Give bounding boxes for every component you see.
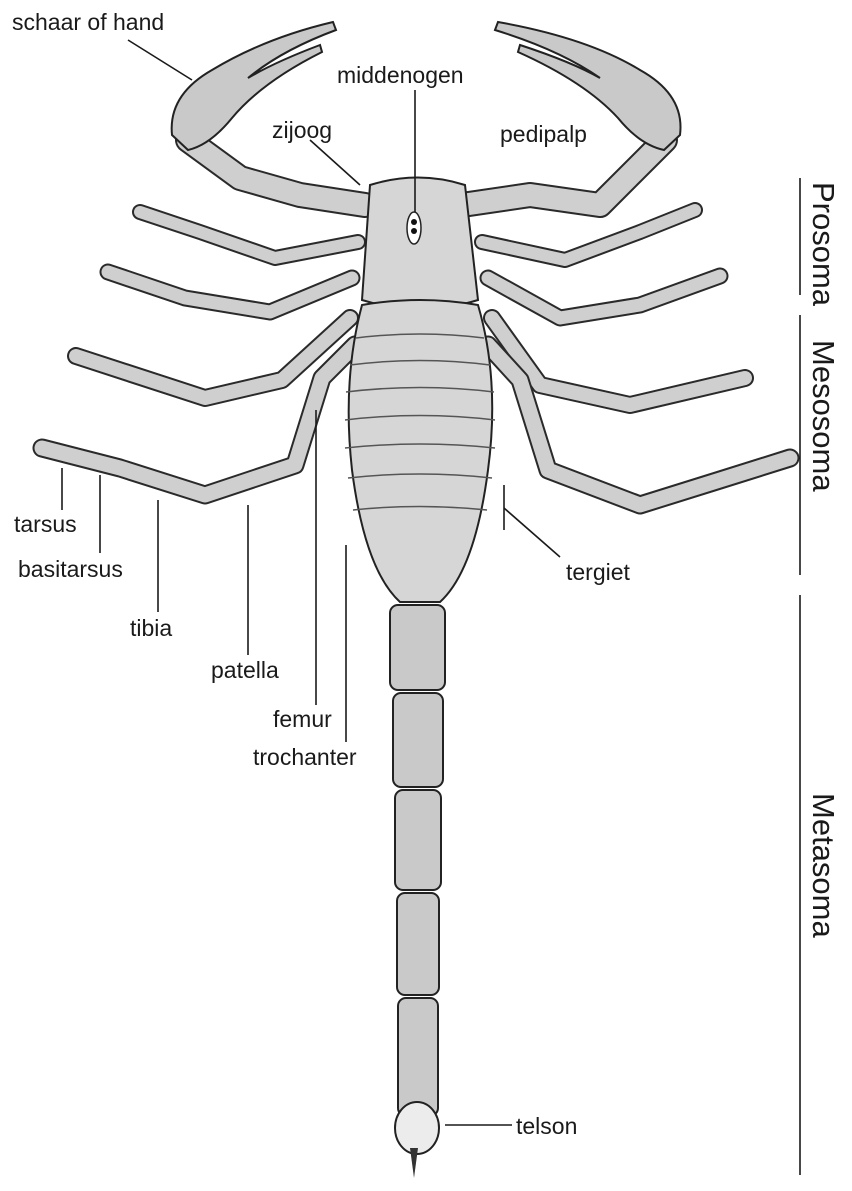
median-eye xyxy=(411,228,417,234)
left-pedipalp xyxy=(172,22,365,205)
region-mesosoma: Mesosoma xyxy=(806,340,841,492)
left-legs xyxy=(42,212,358,495)
median-eye xyxy=(411,219,417,225)
label-tibia: tibia xyxy=(130,615,172,641)
label-tarsus: tarsus xyxy=(14,511,77,537)
region-labels: Prosoma Mesosoma Metasoma xyxy=(806,182,841,938)
scorpion-illustration xyxy=(42,22,790,1178)
region-prosoma: Prosoma xyxy=(806,182,841,307)
label-trochanter: trochanter xyxy=(253,744,357,770)
right-legs xyxy=(482,210,790,505)
label-femur: femur xyxy=(273,706,332,732)
telson-sting xyxy=(395,1102,439,1178)
region-metasoma: Metasoma xyxy=(806,793,841,938)
label-basitarsus: basitarsus xyxy=(18,556,123,582)
label-tergiet: tergiet xyxy=(566,559,631,585)
metasoma-segments xyxy=(390,605,445,1116)
label-middenogen: middenogen xyxy=(337,62,464,88)
label-patella: patella xyxy=(211,657,279,683)
right-pedipalp xyxy=(462,22,681,205)
label-telson: telson xyxy=(516,1113,577,1139)
mesosoma-body xyxy=(349,300,493,602)
label-schaar-of-hand: schaar of hand xyxy=(12,9,164,35)
carapace xyxy=(362,178,478,310)
label-zijoog: zijoog xyxy=(272,117,332,143)
label-pedipalp: pedipalp xyxy=(500,121,587,147)
anatomy-labels: schaar of hand middenogen zijoog pedipal… xyxy=(12,9,631,1139)
